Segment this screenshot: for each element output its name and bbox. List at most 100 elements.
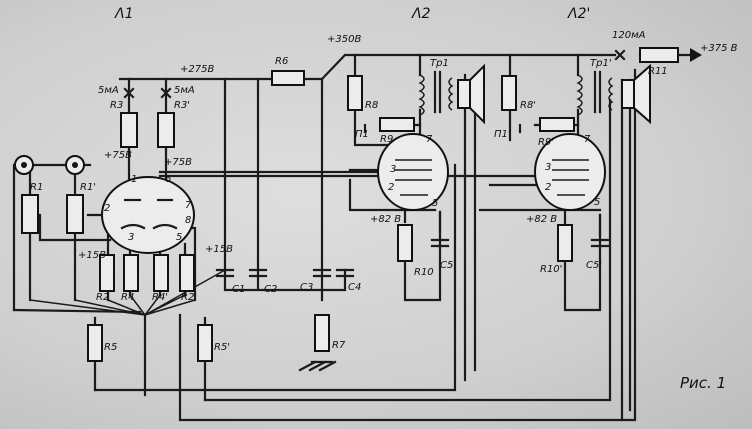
tube2p-pin-2: 2 xyxy=(545,182,551,193)
speaker-2 xyxy=(621,63,651,125)
c1-c2-drops xyxy=(223,77,260,272)
winding-primary xyxy=(418,74,425,116)
tube-electrodes xyxy=(120,198,178,230)
resistor-r8 xyxy=(347,75,363,111)
label-15v-b: +15В xyxy=(205,244,233,255)
label-r10: R10 xyxy=(414,267,434,278)
input-wire xyxy=(12,163,92,312)
tube-envelope xyxy=(534,133,606,211)
label-stage-a2: Λ2 xyxy=(411,6,431,22)
label-r11: R11 xyxy=(648,66,668,77)
resistor-r9p xyxy=(539,117,575,132)
input-jack-1-pin xyxy=(21,162,27,168)
meter-point-120 xyxy=(614,49,626,61)
label-c1: C1 xyxy=(232,284,245,295)
speaker-magnet xyxy=(621,79,635,109)
speaker2-leads xyxy=(620,78,632,422)
label-350v: +350В xyxy=(327,34,361,45)
resistor-r9 xyxy=(379,117,415,132)
input-jack-2-pin xyxy=(72,162,78,168)
meter-point-5b xyxy=(160,87,172,99)
label-r9p: R9' xyxy=(538,137,554,148)
label-r8: R8 xyxy=(365,100,378,111)
tube2-pin-5: 5 xyxy=(432,198,438,209)
pin-8: 8 xyxy=(185,215,191,226)
label-75v-b: +75В xyxy=(164,157,192,168)
speaker-1 xyxy=(457,63,485,125)
anode-bus xyxy=(158,170,572,178)
label-120ma: 120мА xyxy=(612,30,646,41)
label-p1: П1 xyxy=(355,129,369,140)
resistor-r4 xyxy=(123,254,139,292)
pin-2: 2 xyxy=(104,203,110,214)
meter-point-5a xyxy=(123,87,135,99)
common-legs xyxy=(93,313,207,402)
tube-l2p xyxy=(534,133,606,211)
label-c5: C5 xyxy=(440,260,453,271)
resistor-r10p xyxy=(557,224,573,262)
pin-1: 1 xyxy=(131,174,137,185)
label-stage-a2p: Λ2' xyxy=(567,6,590,22)
resistor-r11 xyxy=(639,47,679,63)
tube2p-pin-7: 7 xyxy=(584,134,591,145)
tube-envelope xyxy=(101,176,195,254)
pot-wires xyxy=(28,168,77,302)
resistor-r1p xyxy=(66,194,84,234)
pin-labels: 1 2 3 5 6 7 8 2 3 5 7 2 3 5 7 xyxy=(104,134,600,243)
tube-envelope xyxy=(377,133,449,211)
label-375v: +375 В xyxy=(700,43,738,54)
label-r3: R3 xyxy=(110,100,123,111)
tube2-pin-2: 2 xyxy=(388,182,394,193)
resistor-r5 xyxy=(87,324,103,362)
label-stage-a1: Λ1 xyxy=(114,6,133,22)
speaker-cone xyxy=(633,63,651,125)
capacitor-c2 xyxy=(248,268,268,278)
voltage-labels: +350В +375 В +275В 5мА 5мА 120мА +75В +7… xyxy=(78,30,738,261)
pin-3: 3 xyxy=(128,232,134,243)
tube-grids xyxy=(395,159,432,196)
label-c2: C2 xyxy=(264,284,277,295)
resistor-r6 xyxy=(271,70,305,86)
label-r7: R7 xyxy=(332,340,346,351)
label-r5: R5 xyxy=(104,342,117,353)
label-r5p: R5' xyxy=(214,342,230,353)
resistor-r2 xyxy=(99,254,115,292)
tube-grids xyxy=(552,159,589,196)
label-c3: C3 xyxy=(300,282,313,293)
label-tr1p: Тр1' xyxy=(590,58,612,69)
stage-labels: Λ1 Λ2 Λ2' xyxy=(114,6,590,22)
output-transformer-1 xyxy=(418,70,454,116)
output-transformer-2 xyxy=(576,70,614,116)
resistor-r4p xyxy=(153,254,169,292)
feedback-loop-3 xyxy=(178,68,637,422)
capacitor-c1 xyxy=(215,268,235,278)
label-r4p: R4' xyxy=(152,292,168,303)
label-c4: C4 xyxy=(348,282,361,293)
label-r2p: R2' xyxy=(181,292,197,303)
label-p1p: П1' xyxy=(494,129,511,140)
resistor-r10 xyxy=(397,224,413,262)
tube2p-pin-3: 3 xyxy=(545,162,551,173)
supply-terminal xyxy=(690,48,702,62)
speaker1-leads xyxy=(463,73,477,382)
r10p-loop xyxy=(563,208,602,312)
winding-primary xyxy=(576,74,583,116)
feedback-loop-2 xyxy=(203,98,612,402)
label-r9: R9 xyxy=(380,134,393,145)
label-r4: R4 xyxy=(121,292,134,303)
capacitor-c3 xyxy=(430,238,450,248)
label-r6: R6 xyxy=(275,56,288,67)
tube-l2 xyxy=(377,133,449,211)
winding-secondary xyxy=(608,77,614,111)
resistor-r7 xyxy=(314,314,330,352)
resistor-r2p xyxy=(179,254,195,292)
capacitor-c5p xyxy=(590,238,610,248)
label-r10p: R10' xyxy=(540,264,562,275)
common-fan xyxy=(29,269,226,316)
capacitors xyxy=(215,238,610,278)
tube-l1 xyxy=(101,176,195,254)
label-tr1: Тр1 xyxy=(430,58,449,69)
speaker-cone xyxy=(469,63,485,125)
label-82v-b: +82 В xyxy=(526,214,557,225)
ground-hatch xyxy=(298,360,337,372)
